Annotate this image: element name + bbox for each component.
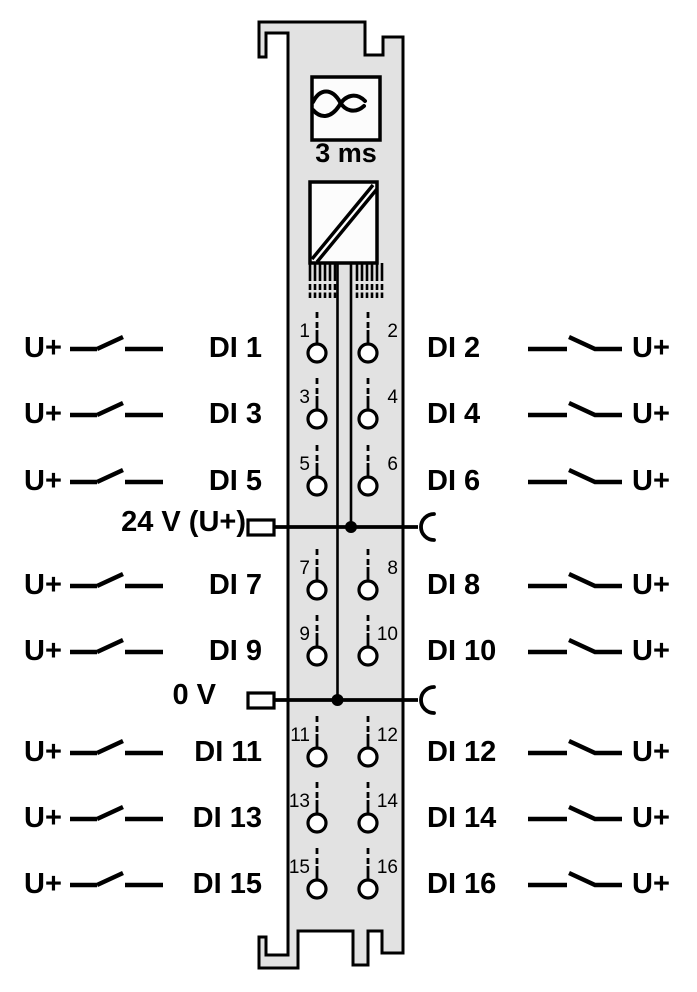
switch-icon-di16 <box>528 873 622 885</box>
switch-icon-di14 <box>528 807 622 819</box>
pin-number-7: 7 <box>299 558 310 579</box>
wire-terminal-icon <box>246 691 276 710</box>
switch-icon-di2 <box>528 337 622 349</box>
pin-number-13: 13 <box>288 791 310 812</box>
channel-label-di13: DI 13 <box>192 802 262 834</box>
channel-label-di9: DI 9 <box>208 635 262 667</box>
pin-number-1: 1 <box>299 321 310 342</box>
pin-number-2: 2 <box>387 321 398 342</box>
supply-label-left-4: U+ <box>24 569 62 601</box>
channel-label-di10: DI 10 <box>427 635 497 667</box>
galvanic-isolation-icon <box>308 180 379 265</box>
supply-label-right-6: U+ <box>632 736 670 768</box>
channel-label-di2: DI 2 <box>427 332 481 364</box>
pin-number-4: 4 <box>387 387 398 408</box>
pin-number-9: 9 <box>299 624 310 645</box>
supply-label-left-2: U+ <box>24 398 62 430</box>
supply-label-right-7: U+ <box>632 802 670 834</box>
channel-label-di8: DI 8 <box>427 569 481 601</box>
junction-dot <box>331 694 344 706</box>
channel-label-di5: DI 5 <box>208 465 262 497</box>
ground-0v-label: 0 V <box>172 679 216 711</box>
channel-label-di4: DI 4 <box>427 398 481 430</box>
supply-label-right-1: U+ <box>632 332 670 364</box>
ground-0v-feed <box>246 685 436 715</box>
switch-icon-di8 <box>528 574 622 586</box>
supply-label-left-8: U+ <box>24 868 62 900</box>
sine-filter-icon <box>310 75 382 142</box>
switch-icon-di10 <box>528 640 622 652</box>
filter-time-label: 3 ms <box>315 138 377 168</box>
internal-bus-ribbon-icon <box>308 263 384 298</box>
channel-label-di12: DI 12 <box>427 736 497 768</box>
supply-label-left-7: U+ <box>24 802 62 834</box>
supply-label-right-4: U+ <box>632 569 670 601</box>
supply-label-left-1: U+ <box>24 332 62 364</box>
channel-label-di14: DI 14 <box>427 802 497 834</box>
channel-label-di7: DI 7 <box>208 569 262 601</box>
pin-number-6: 6 <box>387 454 398 475</box>
switch-icon-di6 <box>528 470 622 482</box>
switch-icon-di4 <box>528 403 622 415</box>
jumper-contact-icon <box>419 685 436 715</box>
pin-number-15: 15 <box>288 857 310 878</box>
supply-24v-label: 24 V (U+) <box>121 506 246 538</box>
switch-icon-di12 <box>528 741 622 753</box>
junction-dot <box>345 521 357 533</box>
pin-number-16: 16 <box>376 857 398 878</box>
supply-label-right-5: U+ <box>632 635 670 667</box>
channel-label-di16: DI 16 <box>427 868 497 900</box>
pin-number-8: 8 <box>387 558 398 579</box>
pin-number-3: 3 <box>299 387 310 408</box>
pin-number-14: 14 <box>376 791 398 812</box>
supply-label-left-3: U+ <box>24 465 62 497</box>
channel-label-di15: DI 15 <box>192 868 262 900</box>
pin-number-5: 5 <box>299 454 310 475</box>
supply-label-left-5: U+ <box>24 635 62 667</box>
pin-number-12: 12 <box>376 725 398 746</box>
supply-label-right-3: U+ <box>632 465 670 497</box>
pin-number-10: 10 <box>376 624 398 645</box>
pin-number-11: 11 <box>290 725 310 746</box>
channel-label-di3: DI 3 <box>208 398 262 430</box>
supply-label-right-2: U+ <box>632 398 670 430</box>
jumper-contact-icon <box>419 512 436 542</box>
channel-label-di11: DI 11 <box>194 736 262 768</box>
channel-label-di1: DI 1 <box>208 332 262 364</box>
wire-terminal-icon <box>246 518 276 537</box>
supply-label-left-6: U+ <box>24 736 62 768</box>
right-switch-contacts <box>528 337 622 885</box>
supply-label-right-8: U+ <box>632 868 670 900</box>
supply-24v-feed <box>246 512 436 542</box>
channel-label-di6: DI 6 <box>427 465 481 497</box>
